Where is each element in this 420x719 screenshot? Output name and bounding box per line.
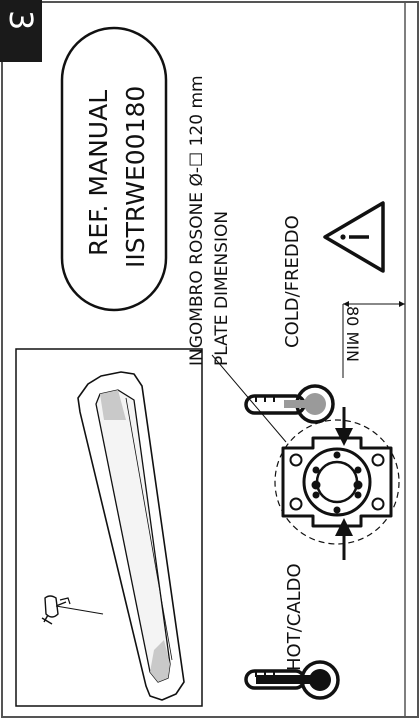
hot-inlet-arrow bbox=[335, 518, 353, 560]
min-distance-dimension bbox=[342, 301, 405, 378]
step-number-badge: 3 bbox=[0, 0, 42, 62]
hot-label: HOT/CALDO bbox=[284, 563, 305, 671]
cold-label: COLD/FREDDO bbox=[282, 215, 303, 348]
plate-dimension-italian: INGOMBRO ROSONE Ø-☐ 120 mm bbox=[187, 75, 207, 366]
thermometer-hot-icon bbox=[244, 660, 340, 700]
mixer-plate-drawing bbox=[274, 419, 400, 545]
thermometer-cold-icon bbox=[244, 384, 335, 424]
step-number: 3 bbox=[2, 10, 40, 31]
min-distance-label: 80 MIN bbox=[343, 306, 362, 362]
warning-triangle-icon bbox=[323, 201, 385, 273]
reference-title: REF. MANUAL bbox=[84, 89, 113, 256]
reference-code: IISTRWE00180 bbox=[121, 85, 150, 268]
reference-oval bbox=[60, 26, 168, 312]
cold-inlet-arrow bbox=[335, 407, 353, 446]
plate-dimension-english: PLATE DIMENSION bbox=[212, 210, 232, 366]
bathtub-illustration bbox=[15, 348, 203, 707]
